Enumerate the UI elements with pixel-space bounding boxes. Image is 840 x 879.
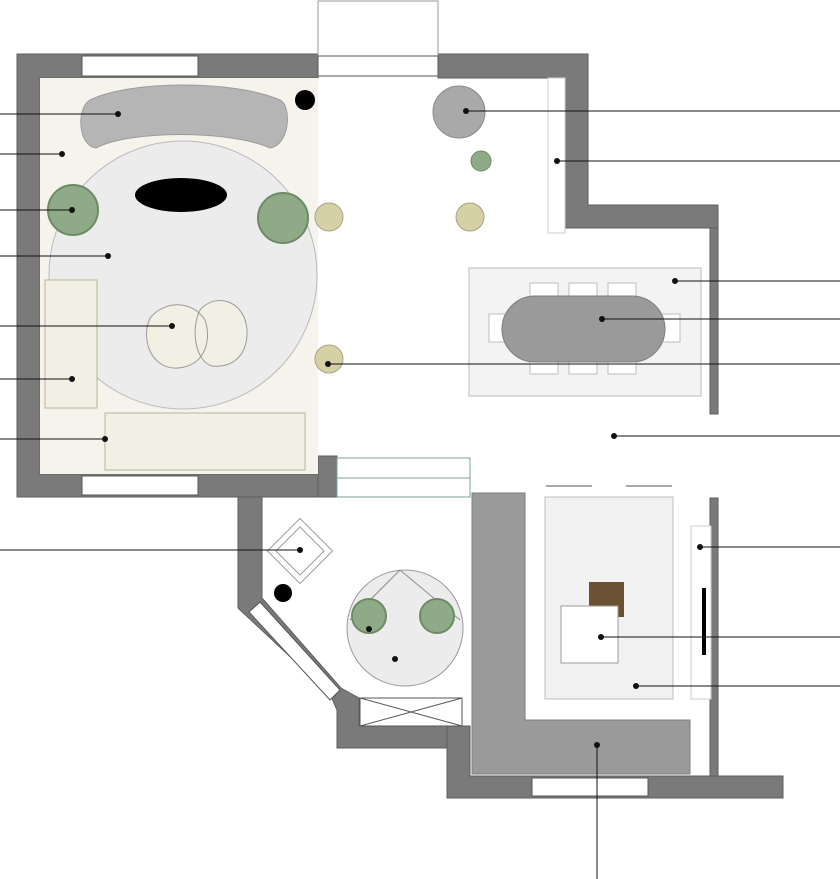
- hall: [314, 85, 492, 374]
- dot-study-round-table: [392, 656, 398, 662]
- dot-living-sofa: [115, 111, 121, 117]
- dining-area: [468, 267, 702, 397]
- dot-study-chair: [297, 547, 303, 553]
- cabinet-handle: [702, 588, 706, 655]
- kitchen: [471, 485, 712, 775]
- dot-living-radiator: [102, 436, 108, 442]
- coffee-table: [135, 178, 227, 212]
- dining-table: [501, 295, 666, 363]
- dot-study-plant: [366, 626, 372, 632]
- floor-lamp-icon: [295, 90, 315, 110]
- bay-window-frame: [336, 457, 471, 498]
- living-plant-right: [257, 192, 309, 244]
- entry-round-chair: [432, 85, 486, 139]
- openings: [81, 0, 649, 797]
- dot-hall-floor: [611, 433, 617, 439]
- dot-living-bench: [69, 376, 75, 382]
- living-lounge-chairs: [146, 300, 248, 369]
- dot-entry-round-chair: [463, 108, 469, 114]
- living-bottom-window: [81, 475, 199, 496]
- living-sofa: [80, 84, 288, 149]
- kitchen-appliance: [560, 605, 619, 664]
- kitchen-bottom-window: [531, 777, 649, 797]
- living-room: [40, 78, 318, 474]
- dot-living-lounge-chairs: [169, 323, 175, 329]
- kitchen-wing-wall: [437, 53, 719, 229]
- dot-dining-rug: [672, 278, 678, 284]
- divider-wall-stub: [317, 455, 338, 498]
- kitchen-counter: [471, 492, 691, 775]
- side-stool: [314, 344, 344, 374]
- entry-wall-panel: [547, 77, 566, 234]
- dot-living-rug: [105, 253, 111, 259]
- kitchen-tall-cabinet: [690, 525, 712, 700]
- dot-entry-wall-panel: [554, 158, 560, 164]
- dot-living-floor-area: [59, 151, 65, 157]
- study-lamp-icon: [274, 584, 292, 602]
- study: [266, 517, 464, 687]
- kitchen-lower-wall: [446, 725, 784, 799]
- dot-side-stool: [325, 361, 331, 367]
- callouts: [0, 108, 840, 879]
- side-stool-mid: [455, 202, 485, 232]
- study-plant-left: [351, 598, 387, 634]
- dot-dining-table: [599, 316, 605, 322]
- study-plant-right: [419, 598, 455, 634]
- dot-kitchen-counter: [594, 742, 600, 748]
- dot-living-plant: [69, 207, 75, 213]
- entry-small-plant: [470, 150, 492, 172]
- side-stool-top: [314, 202, 344, 232]
- living-top-window: [81, 55, 199, 77]
- entrance-threshold: [317, 55, 439, 77]
- dot-kitchen-tall-cabinet: [697, 544, 703, 550]
- living-radiator: [104, 412, 306, 471]
- dot-kitchen-appliance: [598, 634, 604, 640]
- study-bottom-window: [359, 697, 463, 727]
- dot-kitchen-island: [633, 683, 639, 689]
- study-angled-window: [248, 601, 341, 701]
- living-rug: [48, 140, 318, 410]
- study-chair-seat: [275, 526, 325, 576]
- dining-side-wall: [709, 227, 719, 415]
- living-bench: [44, 279, 98, 409]
